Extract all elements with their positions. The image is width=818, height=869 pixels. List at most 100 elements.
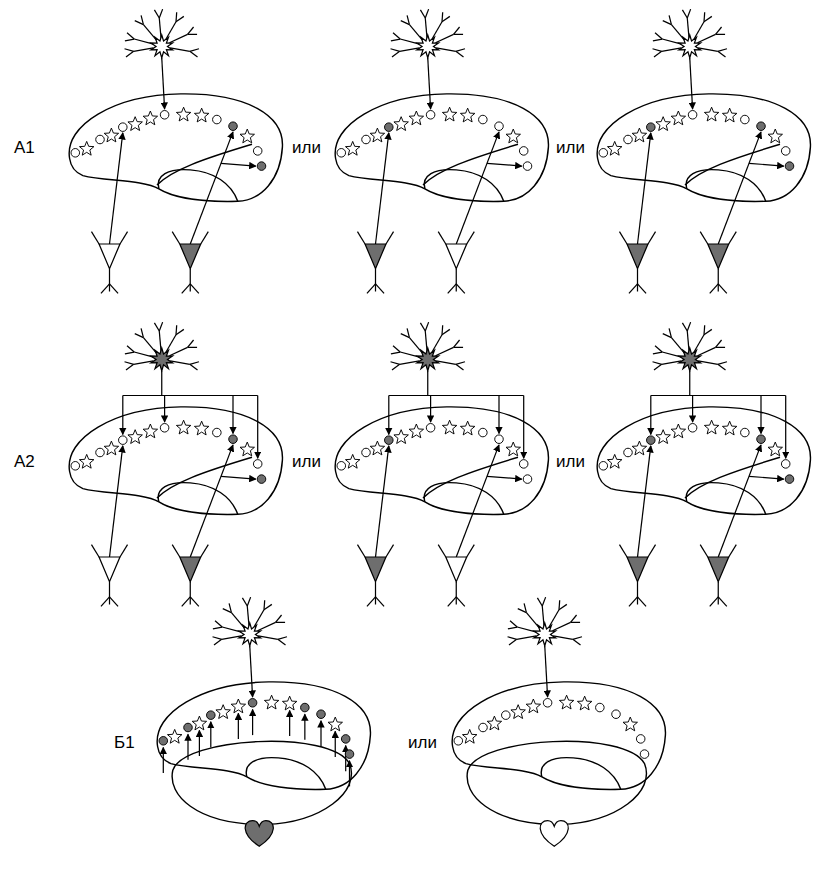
brain-outline — [69, 407, 282, 515]
axon-line — [487, 163, 522, 166]
star-cell — [79, 141, 93, 155]
dendrite-branch — [392, 364, 400, 370]
brain-outline — [335, 407, 548, 515]
dendrite-branch — [454, 34, 463, 35]
axon-line — [487, 476, 522, 479]
dendrite — [671, 25, 684, 40]
temporal-lobe — [424, 483, 503, 515]
neuron-dot — [785, 475, 794, 484]
dendrite — [247, 606, 249, 626]
star-cell — [216, 705, 230, 719]
dendrite-branch — [247, 597, 250, 606]
dendrite-branch — [420, 10, 425, 18]
star-cell — [559, 695, 573, 709]
star-cell — [526, 699, 540, 713]
dendrite-branch — [682, 323, 687, 331]
pyramidal-neuron — [627, 244, 648, 269]
axon-line — [257, 396, 258, 459]
dendrite-branch — [442, 16, 450, 21]
neuron-dot — [257, 475, 266, 484]
dendrite-branch — [264, 604, 272, 609]
panel-label: А2 — [14, 452, 35, 472]
axon-line — [427, 371, 428, 396]
dendrite — [648, 545, 656, 557]
neuron-dot — [479, 428, 488, 437]
dendrite-branch — [456, 51, 464, 57]
star-cell — [722, 421, 736, 435]
axon — [718, 582, 719, 605]
neuron-dot — [159, 737, 168, 746]
neuron-dot — [426, 111, 435, 120]
pyramidal-neuron — [446, 557, 467, 582]
dendrite-branch — [718, 49, 727, 52]
axon-line — [718, 132, 761, 244]
axon — [375, 582, 376, 605]
dendrite-branch — [653, 352, 662, 354]
dendrite-branch — [126, 51, 134, 57]
pyramidal-neuron — [708, 244, 729, 269]
neuron-dot — [612, 710, 621, 719]
neuron-dot — [253, 147, 262, 156]
dendrite-branch — [669, 15, 671, 24]
dendrite-branch — [687, 322, 690, 331]
temporal-lobe — [158, 483, 237, 515]
dendrite-branch — [655, 33, 662, 39]
star-cell — [167, 729, 181, 743]
star-cell — [487, 716, 501, 730]
axon — [637, 269, 638, 292]
pyramidal-neuron — [180, 557, 201, 582]
axon-line — [456, 445, 499, 557]
dendrite-branch — [655, 346, 662, 352]
axon-branch — [182, 597, 191, 607]
axon-line — [123, 395, 258, 396]
axon-branch — [101, 597, 110, 607]
dendrite — [254, 610, 264, 627]
star-cell — [409, 424, 423, 438]
dendrite — [432, 335, 442, 352]
dendrite-branch — [176, 16, 184, 21]
axon-branch — [376, 597, 385, 607]
star-cell — [607, 454, 621, 468]
axon-line — [110, 446, 123, 557]
dendrite-branch — [392, 51, 400, 57]
axon-line — [523, 396, 524, 459]
axon-line — [161, 371, 162, 396]
star-cell — [722, 108, 736, 122]
neuron-dot — [543, 699, 552, 708]
alternative-label: или — [292, 452, 321, 472]
dendrite-branch — [716, 340, 722, 347]
brain-panel — [69, 9, 282, 293]
axon-branch — [448, 597, 457, 607]
axon-branch — [638, 597, 647, 607]
dendrite-branch — [654, 51, 662, 57]
dendrite — [700, 545, 708, 557]
dendrite-branch — [190, 51, 198, 57]
dendrite-branch — [391, 362, 400, 365]
neuron-dot — [229, 122, 238, 131]
dendrite-branch — [127, 346, 134, 352]
dendrite-branch — [524, 603, 526, 612]
pyramidal-neuron — [365, 557, 386, 582]
dendrite-branch — [456, 49, 465, 52]
axon-line — [689, 371, 690, 396]
neuron-dot — [596, 703, 605, 712]
dendrite-branch — [571, 622, 580, 623]
dendrite-branch — [125, 49, 134, 52]
dendrite — [435, 347, 453, 355]
axon-line — [638, 446, 651, 557]
star-cell — [143, 111, 157, 125]
star-cell — [460, 108, 474, 122]
axon-branch — [182, 284, 191, 294]
axon-line — [187, 734, 188, 760]
alternative-label: или — [556, 452, 585, 472]
dendrite-branch — [229, 603, 231, 612]
axon-line — [650, 396, 651, 435]
brain-outline — [69, 94, 282, 202]
dendrite-branch — [393, 33, 400, 39]
neuron-dot — [741, 115, 750, 124]
neuron-dot — [519, 147, 528, 156]
dendrite-branch — [425, 322, 428, 331]
star-cell — [442, 420, 456, 434]
neuron-dot — [479, 723, 488, 732]
dendrite — [432, 22, 442, 39]
